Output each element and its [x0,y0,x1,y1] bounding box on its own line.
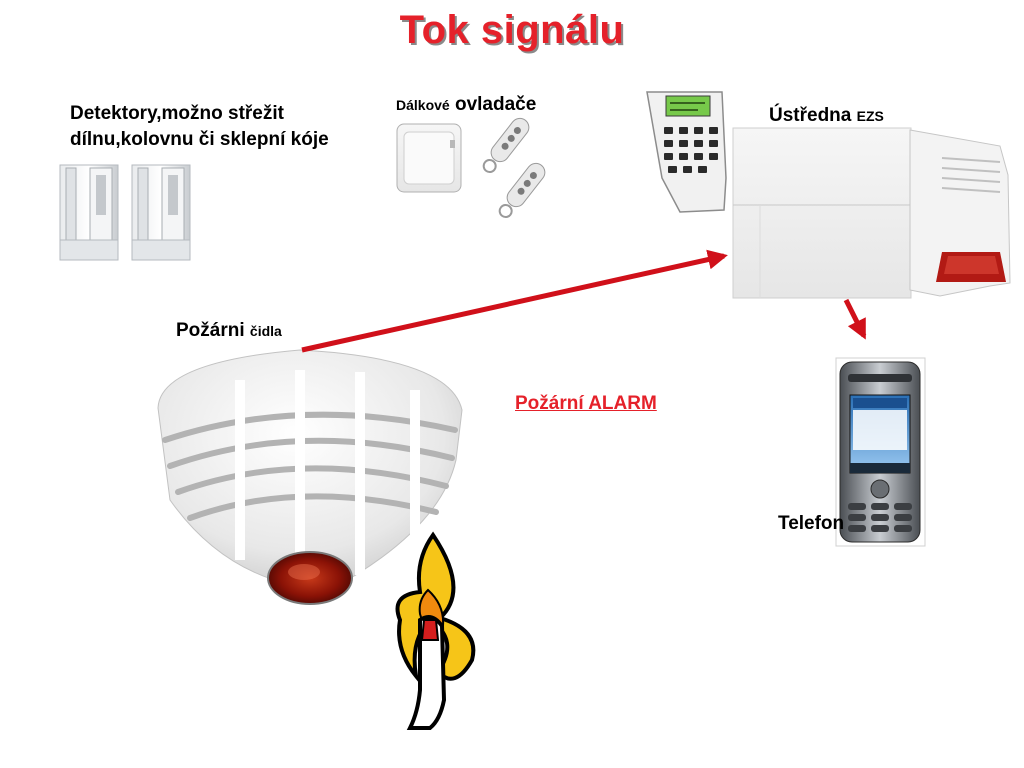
fire-label-big: Požárni [176,320,245,341]
wireless-button-icon [396,123,462,193]
phone-label: Telefon [778,513,845,534]
remote-control-icon [482,117,530,174]
window-sensor-icon [59,164,119,261]
mobile-phone-icon [835,357,926,547]
remote-label-big: ovladače [454,94,537,115]
detectors-label: Detektory,možno střežit dílnu,kolovnu či… [70,101,329,153]
detectors-label-line2: dílnu,kolovnu či sklepní kóje [70,129,329,150]
fire-alarm-text: Požární ALARM [515,393,657,414]
signal-arrow-detector-to-central [301,249,728,353]
fire-label-small: čidla [249,323,282,339]
slide-title: Tok signálu [399,8,625,52]
central-label-small: EZS [856,108,884,124]
remote-label: Dálkové ovladače [396,92,536,118]
window-sensor-icon [131,164,191,261]
fire-detector-label: Požárni čidla [176,318,282,344]
keypad-icon [646,91,727,213]
signal-arrow-central-to-phone [843,298,867,340]
remote-label-small: Dálkové [396,97,450,113]
control-unit-icon [732,127,912,299]
siren-icon [909,129,1011,297]
central-label: Ústředna EZS [769,103,884,129]
flame-icon [395,531,476,730]
remote-control-icon [498,162,546,219]
detectors-label-line1: Detektory,možno střežit [70,103,284,124]
smoke-detector-icon [157,349,463,605]
central-label-big: Ústředna [769,105,852,126]
